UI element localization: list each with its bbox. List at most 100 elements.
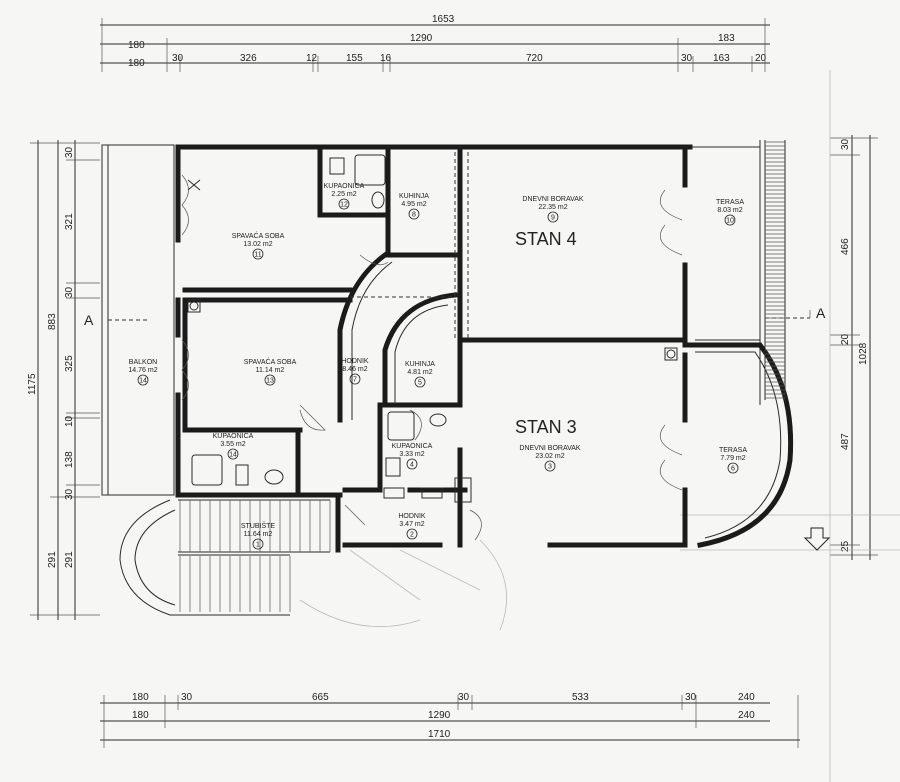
dim-right-seg-1: 466 [840,238,851,255]
room-name: TERASA [716,199,744,206]
room-area: 14.76 m2 [128,367,157,374]
room-number: 5 [418,380,422,387]
dim-right-seg-3: 487 [840,433,851,450]
dim-right-seg-2: 20 [840,333,851,345]
room-area: 8.03 m2 [717,207,742,214]
section-mark-left: A [84,312,94,328]
dim-bot-r1-3: 30 [458,692,470,703]
dashed-lines [108,152,811,340]
room-number-circle [406,458,418,470]
room-number: 13 [266,378,274,385]
room-number: 9 [551,215,555,222]
room-name: KUHINJA [399,193,429,200]
room-name: DNEVNI BORAVAK [519,445,581,452]
dim-right-total: 1028 [858,342,869,365]
dim-bot-r1-5: 30 [685,692,697,703]
dim-bot-r1-1: 30 [181,692,193,703]
dim-top-r3-6: 720 [526,53,543,64]
dim-top-r3-0: 180 [128,58,145,69]
room-name: HODNIK [341,358,369,365]
room-number-circle [349,373,361,385]
dim-top-r3-9: 20 [755,53,767,64]
room-number-circle [264,374,276,386]
room-name: STUBIŠTE [241,521,276,530]
dim-left-seg-4: 10 [64,415,75,427]
room-area: 22.35 m2 [538,204,567,211]
room-number: 10 [726,218,734,225]
room-number-circle [547,211,559,223]
room-area: 11.64 m2 [244,531,273,538]
room-number-circle [544,460,556,472]
room-number-circle [727,462,739,474]
apartment-label-stan-4: STAN 4 [515,229,577,249]
dim-left-seg-2: 30 [64,286,75,298]
room-number: 7 [353,377,357,384]
dim-left-seg-3: 325 [64,355,75,372]
room-number-circle [408,208,420,220]
room-area: 2.25 m2 [331,191,356,198]
doors [181,174,683,541]
dim-left-seg-7: 291 [64,551,75,568]
room-number-circle [414,376,426,388]
room-name: SPAVAĆA SOBA [232,231,285,240]
right-dimensions: 30 466 20 487 25 1028 [830,135,878,560]
room-name: KUPAONICA [213,433,254,440]
room-area: 11.14 m2 [256,367,285,374]
dim-bot-r1-2: 665 [312,692,329,703]
room-number: 3 [548,464,552,471]
room-area: 4.81 m2 [407,369,432,376]
dim-left-seg-5: 138 [64,451,75,468]
bottom-dimensions: 180 30 665 30 533 30 240 180 1290 240 17… [100,692,800,748]
dim-bot-r1-0: 180 [132,692,149,703]
section-mark-right: A [816,305,826,321]
top-dimensions: 1653 180 1290 183 180 30 326 12 155 16 7… [100,14,770,72]
faint-lines [299,70,900,782]
fixtures [187,154,678,503]
dim-top-r3-3: 12 [306,53,318,64]
room-name: HODNIK [398,513,426,520]
dim-bot-r2-2: 240 [738,710,755,721]
room-number: 14 [229,452,237,459]
room-area: 3.47 m2 [399,521,424,528]
room-number: 1 [256,542,260,549]
room-number-circle [137,374,149,386]
room-name: KUHINJA [405,361,435,368]
right-stair-hatch [764,140,786,400]
room-name: SPAVAĆA SOBA [244,357,297,366]
room-name: KUPAONICA [324,183,365,190]
dim-top-r3-8: 163 [713,53,730,64]
room-name: BALKON [129,359,157,366]
room-number-circle [724,214,736,226]
room-number: 4 [410,462,414,469]
room-area: 8.46 m2 [342,366,367,373]
dim-bot-r2-1: 1290 [428,710,451,721]
dim-top-r3-2: 326 [240,53,257,64]
dim-top-r3-5: 16 [380,53,392,64]
room-area: 3.33 m2 [399,451,424,458]
room-name: DNEVNI BORAVAK [522,196,584,203]
room-name: KUPAONICA [392,443,433,450]
room-area: 23.02 m2 [535,453,564,460]
dim-right-seg-4: 25 [840,540,851,552]
apartment-label-stan-3: STAN 3 [515,417,577,437]
room-area: 7.79 m2 [720,455,745,462]
room-number: 12 [340,202,348,209]
dim-bot-r1-6: 240 [738,692,755,703]
dim-bot-r2-0: 180 [132,710,149,721]
walls [175,140,761,553]
